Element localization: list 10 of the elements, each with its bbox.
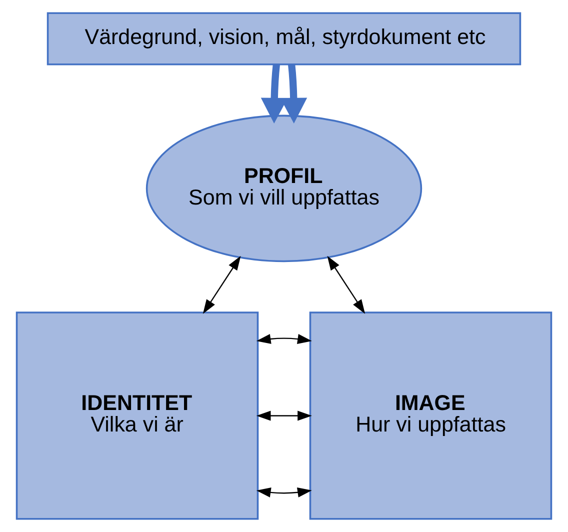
node-box: Värdegrund, vision, mål, styrdokument etc	[46, 12, 522, 66]
arrow	[202, 256, 241, 314]
arrow	[256, 334, 312, 344]
node-ellipse: PROFIL Som vi vill uppfattas	[146, 114, 422, 262]
arrow	[280, 64, 308, 124]
arrow	[256, 487, 312, 498]
arrow	[256, 410, 312, 421]
arrow	[327, 256, 366, 314]
node-box: IMAGE Hur vi uppfattas	[309, 312, 552, 520]
node-box: IDENTITET Vilka vi är	[16, 312, 259, 520]
